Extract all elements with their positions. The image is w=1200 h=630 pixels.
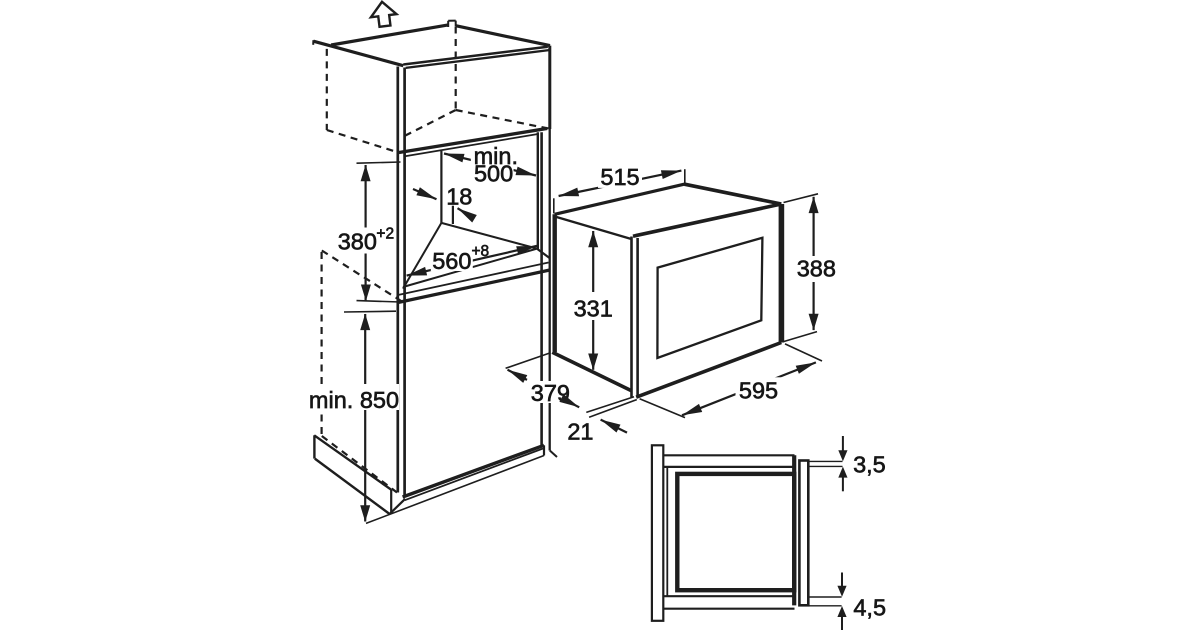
svg-text:+8: +8 [472,243,490,260]
svg-text:min.: min. [474,143,518,169]
svg-text:500: 500 [474,160,513,186]
svg-text:+2: +2 [376,226,394,243]
svg-text:380: 380 [338,229,377,255]
svg-text:515: 515 [600,164,639,190]
svg-text:18: 18 [446,183,472,209]
svg-text:388: 388 [797,255,836,281]
svg-text:21: 21 [567,418,593,444]
svg-text:3,5: 3,5 [853,451,886,477]
svg-text:331: 331 [574,295,613,321]
svg-text:595: 595 [739,378,778,404]
svg-text:4,5: 4,5 [853,595,886,621]
svg-text:560: 560 [432,248,471,274]
svg-text:min. 850: min. 850 [309,387,399,413]
